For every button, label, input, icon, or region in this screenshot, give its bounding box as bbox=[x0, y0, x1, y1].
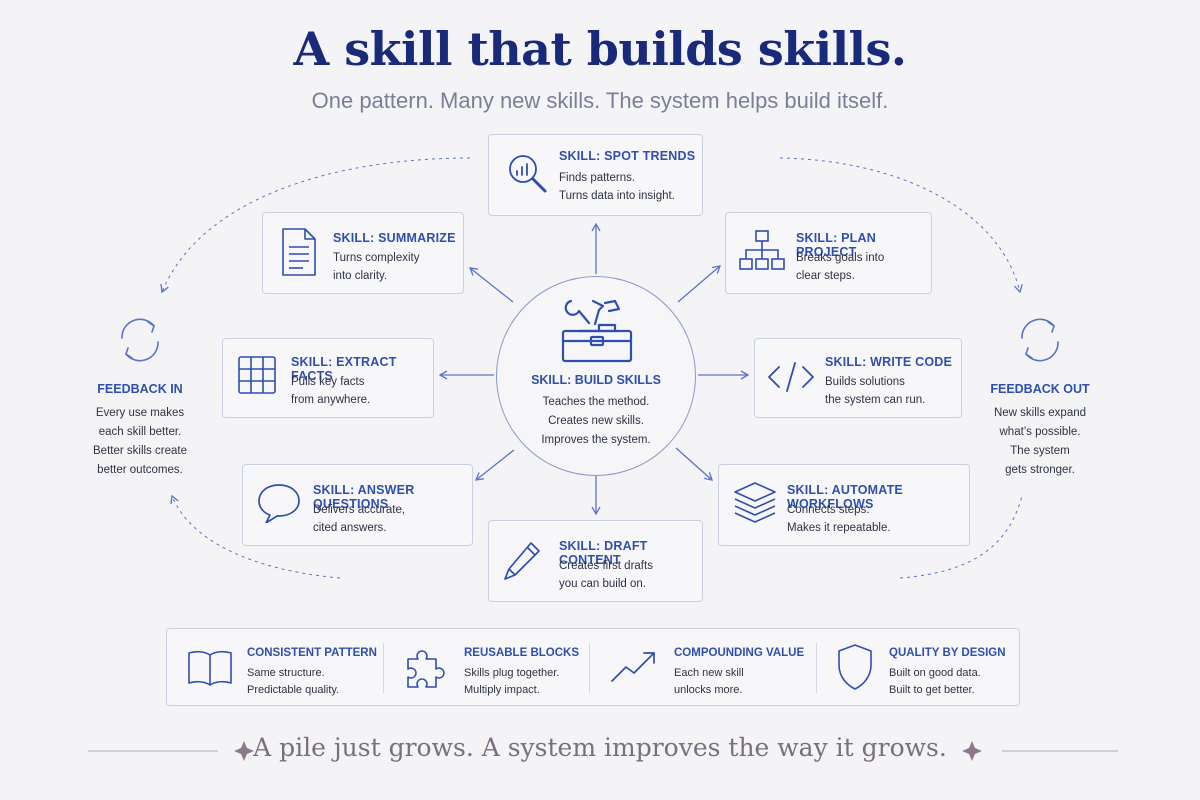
feedback-in-title: FEEDBACK IN bbox=[97, 382, 183, 396]
feedback-in-description: Every use makes each skill better. Bette… bbox=[93, 407, 187, 476]
card-title: SKILL: EXTRACT FACTS bbox=[291, 355, 397, 383]
code-brackets-icon bbox=[768, 362, 814, 392]
center-description: Teaches the method. Creates new skills. … bbox=[541, 396, 651, 446]
center-title: SKILL: BUILD SKILLS bbox=[531, 373, 661, 387]
feature-quality-by-design: QUALITY BY DESIGN Built on good data.Bui… bbox=[817, 629, 1019, 707]
arrow-to-plan-project bbox=[677, 265, 721, 303]
card-title: SKILL: SPOT TRENDS bbox=[559, 149, 696, 163]
card-description: Finds patterns.Turns data into insight. bbox=[559, 172, 675, 202]
card-title: SKILL: SUMMARIZE bbox=[333, 231, 456, 245]
sparkle-icon-right bbox=[962, 741, 982, 761]
feedback-arc-top-left bbox=[160, 157, 471, 294]
feedback-out-title: FEEDBACK OUT bbox=[990, 382, 1090, 396]
toolbox-icon bbox=[561, 299, 633, 363]
chart-magnifier-icon bbox=[509, 155, 547, 193]
feedback-arc-top-right bbox=[779, 157, 1023, 294]
feature-description: Skills plug together.Multiply impact. bbox=[464, 667, 560, 696]
card-description: Connects steps.Makes it repeatable. bbox=[787, 504, 891, 534]
card-title: SKILL: DRAFT CONTENT bbox=[559, 539, 648, 567]
feature-divider bbox=[816, 643, 817, 693]
feature-title: COMPOUNDING VALUE bbox=[674, 647, 805, 659]
cycle-arrows-icon bbox=[1021, 318, 1059, 362]
skill-card-draft-content[interactable]: SKILL: DRAFT CONTENT Creates first draft… bbox=[488, 520, 703, 602]
feature-description: Built on good data.Built to get better. bbox=[889, 667, 981, 696]
card-description: Delivers accurate,cited answers. bbox=[313, 504, 406, 534]
feedback-in: FEEDBACK IN Every use makes each skill b… bbox=[70, 312, 210, 480]
org-chart-icon bbox=[739, 230, 785, 270]
open-book-icon bbox=[188, 650, 232, 686]
arrow-to-answer-questions bbox=[474, 449, 515, 481]
feedback-out: FEEDBACK OUT New skills expand what’s po… bbox=[970, 312, 1110, 480]
skill-card-answer-questions[interactable]: SKILL: ANSWER QUESTIONS Delivers accurat… bbox=[242, 464, 473, 546]
grid-icon bbox=[238, 356, 276, 394]
sparkle-icon-left bbox=[234, 741, 254, 761]
page-subtitle: One pattern. Many new skills. The system… bbox=[311, 88, 889, 113]
feature-title: REUSABLE BLOCKS bbox=[464, 647, 580, 659]
trend-arrow-icon bbox=[611, 652, 655, 682]
card-title: SKILL: WRITE CODE bbox=[825, 355, 953, 369]
skill-card-automate-workflows[interactable]: SKILL: AUTOMATE WORKFLOWS Connects steps… bbox=[718, 464, 970, 546]
feature-title: CONSISTENT PATTERN bbox=[247, 647, 377, 659]
feature-description: Same structure.Predictable quality. bbox=[247, 667, 340, 696]
document-list-icon bbox=[282, 228, 316, 276]
skill-card-spot-trends[interactable]: SKILL: SPOT TRENDS Finds patterns.Turns … bbox=[488, 134, 703, 216]
cycle-arrows-icon bbox=[121, 318, 159, 362]
card-title: SKILL: PLAN PROJECT bbox=[796, 231, 876, 259]
arrow-to-automate-workflows bbox=[675, 447, 713, 481]
layers-icon bbox=[734, 482, 776, 523]
feature-divider bbox=[589, 643, 590, 693]
arrow-to-summarize bbox=[468, 267, 514, 303]
footer-tagline: A pile just grows. A system improves the… bbox=[253, 733, 947, 762]
puzzle-piece-icon bbox=[407, 650, 445, 688]
features-panel: CONSISTENT PATTERN Same structure.Predic… bbox=[166, 628, 1020, 706]
card-title: SKILL: ANSWER QUESTIONS bbox=[313, 483, 415, 511]
speech-bubble-icon bbox=[258, 484, 300, 523]
feature-divider bbox=[383, 643, 384, 693]
page-title: A skill that builds skills. bbox=[293, 22, 907, 76]
feedback-arc-bottom-right bbox=[899, 495, 1023, 579]
feature-title: QUALITY BY DESIGN bbox=[889, 647, 1006, 659]
center-skill-build-skills[interactable]: SKILL: BUILD SKILLS Teaches the method. … bbox=[496, 276, 696, 476]
feature-reusable-blocks: REUSABLE BLOCKS Skills plug together.Mul… bbox=[384, 629, 589, 707]
card-title: SKILL: AUTOMATE WORKFLOWS bbox=[787, 483, 903, 511]
pencil-icon bbox=[504, 542, 540, 580]
feedback-arc-bottom-left bbox=[170, 494, 341, 579]
shield-icon bbox=[838, 644, 872, 690]
feature-consistent-pattern: CONSISTENT PATTERN Same structure.Predic… bbox=[167, 629, 383, 707]
feedback-out-description: New skills expand what’s possible. The s… bbox=[993, 407, 1087, 476]
